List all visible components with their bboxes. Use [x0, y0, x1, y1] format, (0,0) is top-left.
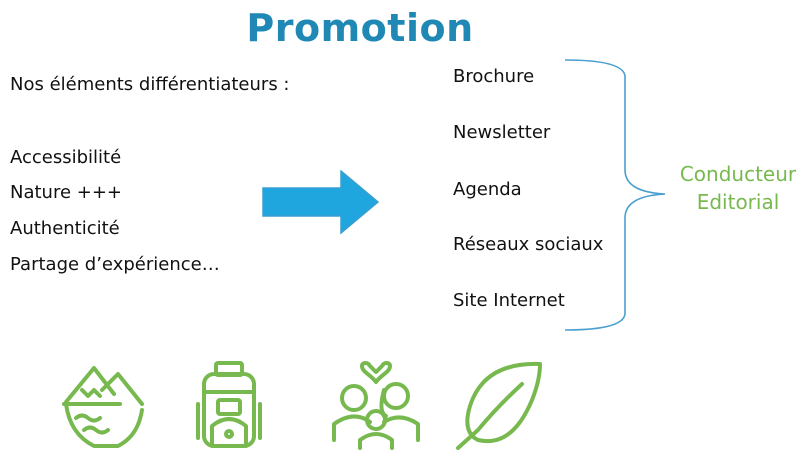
- conducteur-editorial-label: Conducteur Editorial: [668, 160, 808, 216]
- differentiator-item: Nature +++: [10, 182, 123, 203]
- channel-item: Brochure: [453, 66, 535, 87]
- channel-item: Réseaux sociaux: [453, 234, 604, 255]
- leaf-icon: [456, 361, 542, 450]
- channel-item: Agenda: [453, 179, 522, 200]
- right-brace: [564, 59, 666, 331]
- backpack-icon: [196, 361, 262, 448]
- differentiator-item: Partage d’expérience…: [10, 254, 220, 275]
- page-title: Promotion: [246, 6, 474, 50]
- conducteur-line-1: Conducteur: [679, 162, 797, 186]
- channel-item: Newsletter: [453, 122, 551, 143]
- intro-text: Nos éléments différentiateurs :: [10, 74, 290, 95]
- mountain-lake-icon: [62, 366, 144, 448]
- channel-item: Site Internet: [453, 290, 565, 311]
- differentiator-item: Authenticité: [10, 218, 120, 239]
- arrow-right-icon: [262, 170, 380, 234]
- conducteur-line-2: Editorial: [696, 190, 780, 214]
- differentiator-item: Accessibilité: [10, 147, 122, 168]
- family-heart-icon: [332, 361, 420, 450]
